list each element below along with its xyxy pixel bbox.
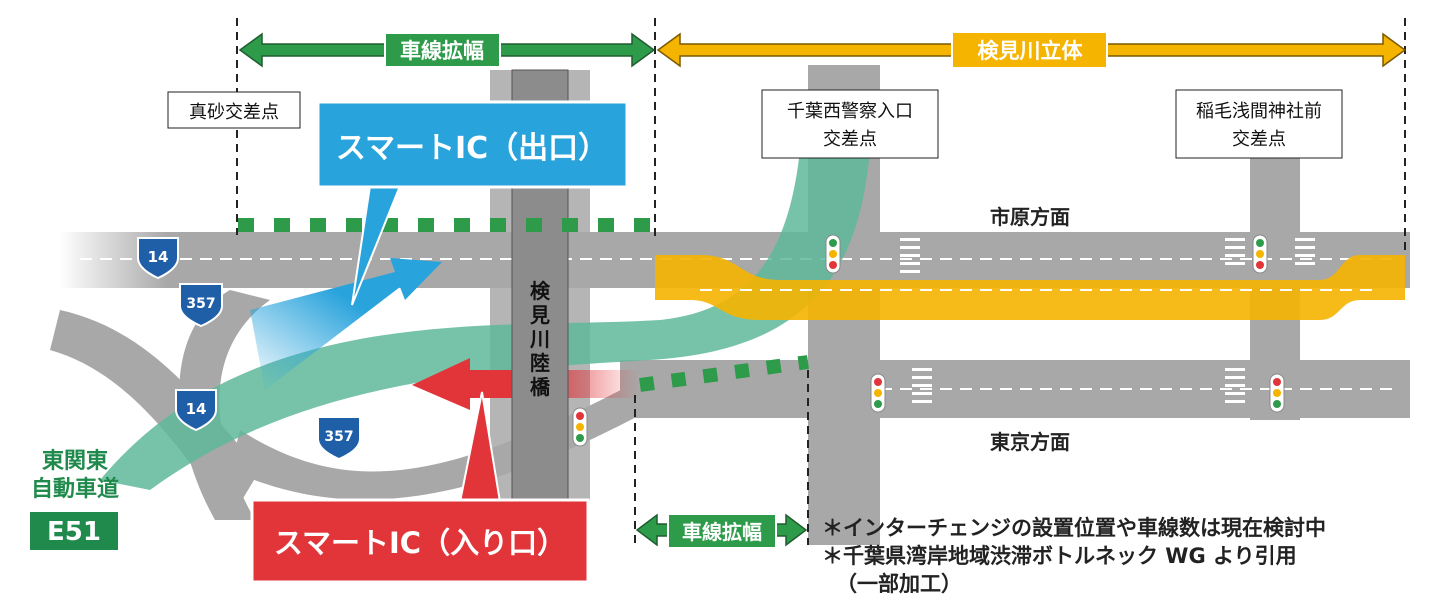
widening-span-bottom: 車線拡幅: [635, 513, 808, 549]
exit-arrow: [250, 258, 442, 390]
route14-curve: [179, 290, 270, 520]
bridge-label: 検 見 川 陸 橋: [529, 279, 551, 399]
callout-label: スマートIC（出口）: [336, 131, 608, 166]
bridge-label-char: 見: [530, 303, 550, 327]
callout-exit: スマートIC（出口）: [316, 100, 629, 306]
intersection-label: 千葉西警察入口: [787, 101, 913, 122]
traffic-light-icon: [1252, 234, 1268, 274]
expressway-code: E51: [47, 517, 101, 547]
intersection-masago: 真砂交差点: [167, 91, 301, 129]
route-number: 357: [186, 296, 215, 312]
traffic-light-icon: [572, 407, 588, 447]
footnote: ＊千葉県湾岸地域渋滞ボトルネック WG より引用: [822, 544, 1297, 568]
direction-tokyo: 東京方面: [990, 430, 1070, 454]
expressway-name: 自動車道: [31, 476, 119, 502]
intersection-inage: 稲毛浅間神社前 交差点: [1175, 89, 1343, 159]
intersection-label: 交差点: [823, 129, 877, 150]
footnote: ＊インターチェンジの設置位置や車線数は現在検討中: [822, 516, 1326, 540]
bridge-label-char: 陸: [530, 351, 550, 375]
traffic-light-icon: [825, 234, 841, 274]
route-shield-icon: 357: [179, 283, 223, 328]
route-number: 357: [324, 429, 353, 445]
route-shield-icon: 14: [175, 389, 217, 432]
callout-label: スマートIC（入り口）: [274, 526, 566, 560]
grade-separation-span: 検見川立体: [656, 31, 1407, 69]
route357-lower-curve: [230, 380, 640, 500]
bridge-label-char: 検: [530, 279, 551, 303]
intersection-label: 交差点: [1232, 129, 1286, 150]
intersection-label: 真砂交差点: [189, 102, 279, 123]
smart-ic-ramp: [100, 150, 870, 490]
footnotes: ＊インターチェンジの設置位置や車線数は現在検討中 ＊千葉県湾岸地域渋滞ボトルネッ…: [822, 516, 1326, 596]
span-label: 検見川立体: [978, 39, 1084, 63]
expressway-name: 東関東: [42, 449, 108, 474]
section-boundaries: [236, 18, 1406, 545]
footnote: （一部加工）: [836, 572, 962, 596]
bridge-label-char: 橋: [530, 375, 551, 399]
expressway-label: 東関東 自動車道 E51: [30, 449, 119, 550]
route-shield-icon: 14: [137, 237, 179, 280]
bridge-label-char: 川: [529, 327, 550, 351]
crosswalks: [900, 238, 1315, 403]
route-shield-icon: 357: [317, 416, 361, 461]
widening-marker-bottom: [639, 355, 809, 392]
intersection-label: 稲毛浅間神社前: [1196, 101, 1322, 122]
route-number: 14: [186, 400, 207, 418]
direction-ichihara: 市原方面: [990, 205, 1070, 229]
widening-span-top: 車線拡幅: [238, 32, 656, 68]
callout-entrance: スマートIC（入り口）: [250, 391, 590, 584]
span-label: 車線拡幅: [682, 520, 762, 544]
route-number: 14: [148, 248, 169, 266]
kemigawa-grade-separation: [655, 255, 1405, 320]
intersection-chiba-nishi: 千葉西警察入口 交差点: [761, 89, 939, 159]
traffic-light-icon: [1269, 373, 1285, 413]
span-label: 車線拡幅: [400, 39, 484, 63]
traffic-light-icon: [870, 373, 886, 413]
